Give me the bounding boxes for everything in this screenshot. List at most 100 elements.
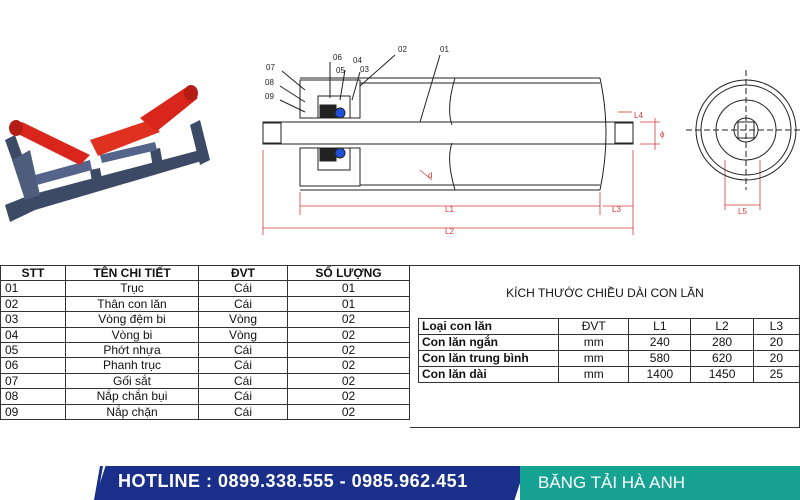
cell-qty: 02 [287, 357, 410, 374]
cell-unit: mm [558, 350, 630, 367]
table-row: 01 Trục Cái 01 [0, 280, 410, 297]
cell-l2: 620 [690, 350, 754, 367]
table-row: Con lăn ngắn mm 240 280 20 [417, 334, 800, 351]
dims-header-l3: L3 [752, 318, 800, 335]
cell-qty: 02 [287, 388, 410, 405]
cell-name: Phanh trục [65, 357, 199, 374]
table-row: 03 Vòng đệm bi Vòng 02 [0, 311, 410, 328]
dims-header-l2: L2 [690, 318, 754, 335]
cell-stt: 08 [0, 388, 66, 405]
dims-header-l1: L1 [628, 318, 692, 335]
table-row: Con lăn dài mm 1400 1450 25 [417, 366, 800, 383]
header-unit: ĐVT [198, 264, 288, 282]
cell-unit: Vòng [198, 311, 288, 328]
label-03: 03 [360, 65, 369, 74]
table-row: 05 Phớt nhựa Cái 02 [0, 342, 410, 359]
cell-stt: 04 [0, 326, 66, 344]
cell-l3: 25 [752, 366, 800, 383]
label-06: 06 [333, 53, 342, 62]
label-L2: L2 [445, 227, 454, 236]
footer-banner: HOTLINE : 0899.338.555 - 0985.962.451 BĂ… [0, 466, 800, 500]
dimensions-title: KÍCH THƯỚC CHIỀU DÀI CON LĂN [506, 286, 704, 300]
label-L5: L5 [738, 207, 747, 216]
cell-stt: 01 [0, 280, 66, 297]
cell-unit: Cái [198, 280, 288, 297]
table-row: Con lăn trung bình mm 580 620 20 [417, 350, 800, 367]
roller-set-illustration [5, 85, 210, 222]
dimensions-table: Loại con lăn ĐVT L1 L2 L3 Con lăn ngắn m… [417, 318, 800, 383]
cell-stt: 09 [0, 403, 66, 421]
table-row: 08 Nắp chắn bụi Cái 02 [0, 388, 410, 405]
label-05: 05 [336, 66, 345, 75]
header-name: TÊN CHI TIẾT [65, 264, 199, 282]
cell-qty: 02 [287, 403, 410, 421]
cell-type: Con lăn ngắn [417, 334, 560, 351]
cell-name: Thân con lăn [65, 295, 199, 313]
cell-unit: Cái [198, 388, 288, 405]
cell-unit: mm [558, 366, 630, 383]
cell-type: Con lăn dài [417, 366, 560, 383]
table-row: 06 Phanh trục Cái 02 [0, 357, 410, 374]
cell-l3: 20 [752, 350, 800, 367]
label-L1: L1 [445, 205, 454, 214]
cell-name: Nắp chặn [65, 403, 199, 421]
label-08: 08 [265, 78, 274, 87]
parts-header-row: STT TÊN CHI TIẾT ĐVT SỐ LƯỢNG [0, 264, 410, 282]
label-d: d [428, 171, 432, 180]
header-qty: SỐ LƯỢNG [287, 264, 410, 282]
cell-stt: 05 [0, 342, 66, 359]
cell-qty: 02 [287, 372, 410, 390]
cell-unit: Cái [198, 403, 288, 421]
dimension-lines [262, 111, 761, 235]
roller-end-view [686, 70, 800, 190]
parts-table: STT TÊN CHI TIẾT ĐVT SỐ LƯỢNG 01 Trục Cá… [0, 264, 410, 421]
cell-name: Gối sắt [65, 372, 199, 390]
label-L3: L3 [612, 205, 621, 214]
table-row: 07 Gối sắt Cái 02 [0, 372, 410, 390]
cell-l1: 240 [628, 334, 692, 351]
cell-l1: 580 [628, 350, 692, 367]
table-row: 02 Thân con lăn Cái 01 [0, 295, 410, 313]
cell-qty: 02 [287, 342, 410, 359]
cell-name: Vòng đệm bi [65, 311, 199, 328]
cell-name: Vòng bi [65, 326, 199, 344]
label-04: 04 [353, 56, 362, 65]
brand-band [520, 466, 800, 500]
roller-section-drawing [262, 54, 634, 191]
cell-stt: 07 [0, 372, 66, 390]
technical-drawing: 02 01 06 04 05 03 07 08 09 d L1 L2 L3 L4… [5, 45, 800, 236]
label-07: 07 [266, 63, 275, 72]
cell-unit: Vòng [198, 326, 288, 344]
cell-unit: Cái [198, 357, 288, 374]
cell-l1: 1400 [628, 366, 692, 383]
hotline-text[interactable]: HOTLINE : 0899.338.555 - 0985.962.451 [118, 471, 468, 491]
label-L4: L4 [634, 111, 643, 120]
cell-qty: 02 [287, 311, 410, 328]
cell-l2: 280 [690, 334, 754, 351]
cell-l3: 20 [752, 334, 800, 351]
cell-type: Con lăn trung bình [417, 350, 560, 367]
label-09: 09 [265, 92, 274, 101]
cell-qty: 02 [287, 326, 410, 344]
cell-unit: Cái [198, 342, 288, 359]
label-phi: ϕ [660, 130, 665, 139]
label-02: 02 [398, 45, 407, 54]
cell-stt: 02 [0, 295, 66, 313]
dims-header-row: Loại con lăn ĐVT L1 L2 L3 [417, 318, 800, 335]
cell-unit: Cái [198, 295, 288, 313]
cell-name: Phớt nhựa [65, 342, 199, 359]
cell-qty: 01 [287, 295, 410, 313]
dims-header-type: Loại con lăn [417, 318, 560, 335]
label-01: 01 [440, 45, 449, 54]
cell-unit: mm [558, 334, 630, 351]
table-row: 09 Nắp chặn Cái 02 [0, 403, 410, 421]
cell-l2: 1450 [690, 366, 754, 383]
cell-qty: 01 [287, 280, 410, 297]
cell-unit: Cái [198, 372, 288, 390]
cell-name: Trục [65, 280, 199, 297]
dims-header-unit: ĐVT [558, 318, 630, 335]
table-row: 04 Vòng bi Vòng 02 [0, 326, 410, 344]
header-stt: STT [0, 264, 66, 282]
cell-name: Nắp chắn bụi [65, 388, 199, 405]
cell-stt: 06 [0, 357, 66, 374]
